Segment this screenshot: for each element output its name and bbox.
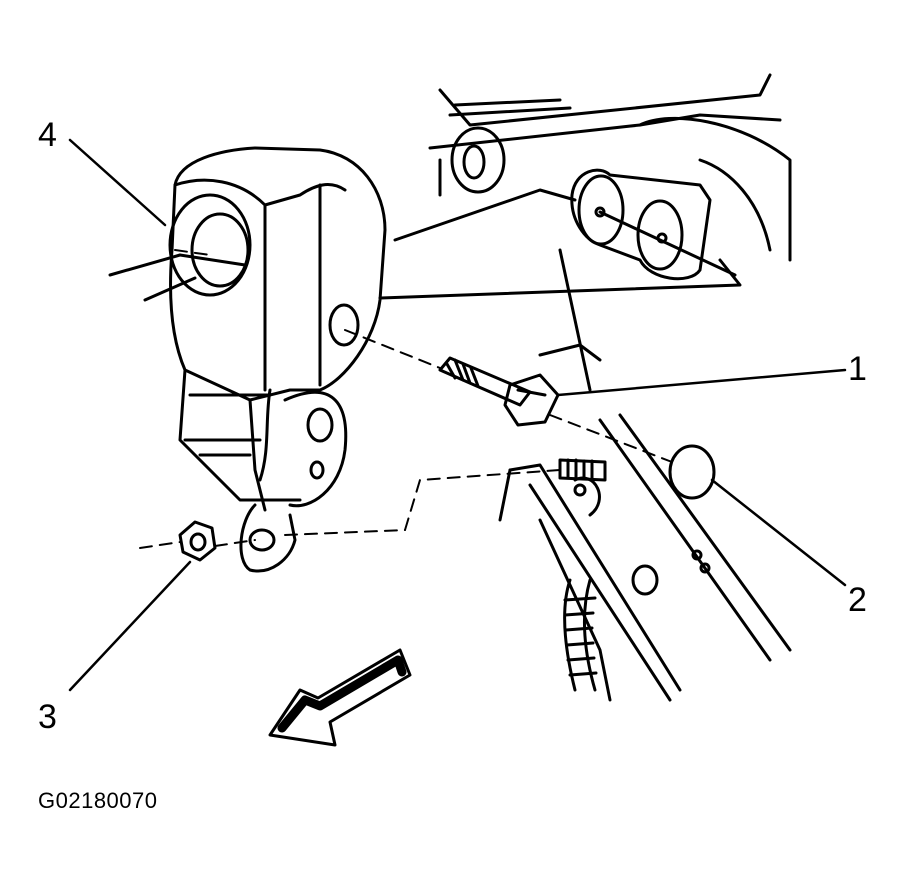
front-direction-arrow [268,648,412,747]
mounting-bracket [570,168,737,281]
nut [178,520,217,562]
callout-3: 3 [38,698,57,736]
figure-id: G02180070 [38,788,158,813]
callout-4: 4 [38,116,57,154]
bolt [438,356,560,427]
callout-1: 1 [848,350,867,388]
body-panel [378,73,792,392]
hole-plug [668,444,716,500]
seat-rail [498,413,792,702]
leader-lines [68,138,847,692]
alignment-lines [139,249,673,549]
callout-2: 2 [848,581,867,619]
wire-harness [563,578,598,692]
leader-1 [556,368,847,397]
leader-2 [710,478,847,587]
leader-3 [68,560,192,692]
leader-4 [68,138,167,227]
seat-belt-retractor [108,146,387,573]
stud [558,458,607,482]
